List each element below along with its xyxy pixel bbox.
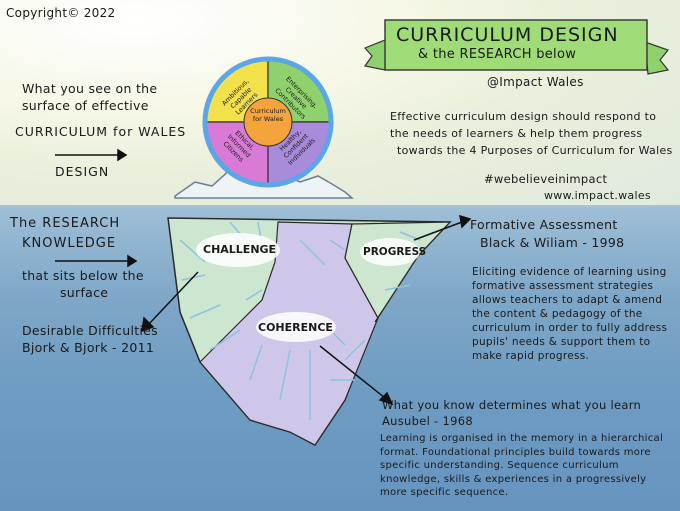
label-progress: PROGRESS [363, 246, 427, 258]
ausubel-title: What you know determines what you learn [382, 398, 642, 412]
purposes-wheel [202, 56, 334, 188]
hashtag: #webelieveinimpact [484, 172, 608, 186]
label-challenge: CHALLENGE [203, 243, 277, 256]
surface-line-4: DESIGN [55, 164, 110, 179]
website: www.impact.wales [544, 189, 651, 202]
wheel-center: Curriculum for Wales [250, 107, 286, 123]
twitter-handle: @Impact Wales [487, 75, 584, 89]
surface-line-3: CURRICULUM for WALES [15, 124, 187, 139]
title-banner [363, 19, 670, 75]
research-line-3: that sits below the [22, 268, 144, 283]
surface-line-1: What you see on the [22, 81, 158, 96]
intro-line-2: the needs of learners & help them progre… [390, 127, 643, 140]
ausubel-author: Ausubel - 1968 [382, 414, 473, 428]
research-line-2: KNOWLEDGE [22, 236, 117, 251]
label-coherence: COHERENCE [258, 321, 333, 334]
research-line-1: The RESEARCH [10, 216, 121, 231]
surface-line-2: surface of effective [22, 98, 149, 113]
formative-title: Formative Assessment [470, 217, 618, 232]
formative-author: Black & Wiliam - 1998 [480, 235, 625, 250]
arrows [55, 148, 472, 406]
desirable-author: Bjork & Bjork - 2011 [22, 340, 155, 355]
banner-subtitle: & the RESEARCH below [418, 47, 577, 62]
desirable-title: Desirable Difficulties [22, 323, 158, 338]
intro-line-1: Effective curriculum design should respo… [390, 110, 657, 123]
copyright-text: Copyright© 2022 [6, 6, 116, 20]
research-line-4: surface [60, 285, 109, 300]
formative-body: Eliciting evidence of learning using for… [472, 266, 668, 362]
intro-line-3: towards the 4 Purposes of Curriculum for… [397, 144, 673, 157]
ausubel-body: Learning is organised in the memory in a… [380, 433, 664, 498]
banner-title: CURRICULUM DESIGN [396, 24, 619, 46]
